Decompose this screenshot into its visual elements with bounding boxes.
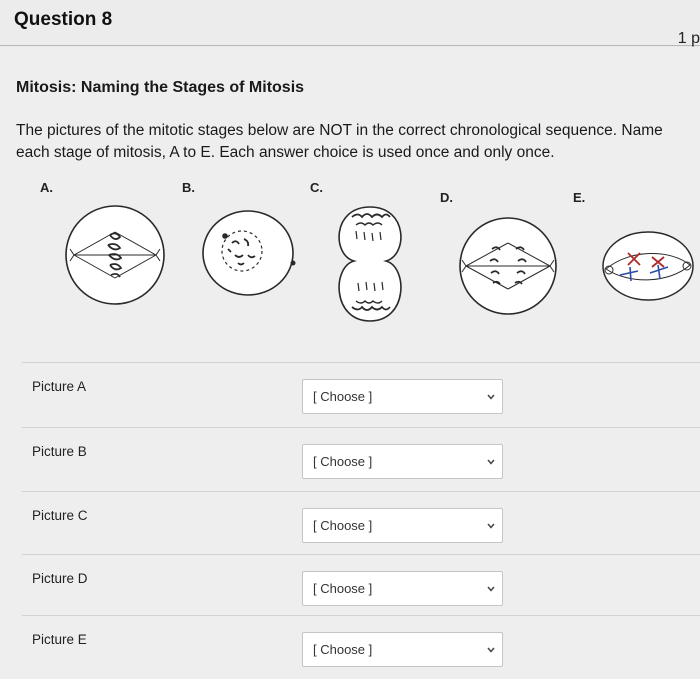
figure-label-d: D. <box>440 190 453 205</box>
answer-row-e: Picture E [ Choose ] <box>22 615 700 679</box>
answer-select-c-value: [ Choose ] <box>313 518 373 533</box>
answer-label-d: Picture D <box>32 571 88 586</box>
chevron-down-icon <box>487 523 495 529</box>
chevron-down-icon <box>487 459 495 465</box>
chevron-down-icon <box>487 647 495 653</box>
answer-label-e: Picture E <box>32 632 87 647</box>
answer-row-b: Picture B [ Choose ] <box>22 427 700 493</box>
question-subtitle: Mitosis: Naming the Stages of Mitosis <box>16 79 305 96</box>
chevron-down-icon <box>487 394 495 400</box>
answer-row-a: Picture A [ Choose ] <box>22 362 700 428</box>
cell-a-drawing <box>65 205 165 305</box>
question-body: Mitosis: Naming the Stages of Mitosis Th… <box>0 47 700 679</box>
figure-label-b: B. <box>182 180 195 195</box>
answer-select-b-value: [ Choose ] <box>313 454 373 469</box>
answer-select-d[interactable]: [ Choose ] <box>302 571 503 606</box>
cell-e-drawing <box>602 231 694 301</box>
answer-label-b: Picture B <box>32 444 87 459</box>
answer-select-c[interactable]: [ Choose ] <box>302 508 503 543</box>
question-title: Question 8 <box>14 9 113 30</box>
answer-select-e-value: [ Choose ] <box>313 642 373 657</box>
mitosis-drawings <box>65 205 694 322</box>
question-instructions: The pictures of the mitotic stages below… <box>16 122 663 161</box>
answer-label-a: Picture A <box>32 379 87 394</box>
figure-label-e: E. <box>573 190 586 205</box>
cell-b-drawing <box>202 210 296 296</box>
mitosis-figure: A. B. C. D. E. <box>30 177 700 337</box>
chevron-down-icon <box>487 586 495 592</box>
answer-select-b[interactable]: [ Choose ] <box>302 444 503 479</box>
figure-label-c: C. <box>310 180 323 195</box>
figure-label-a: A. <box>40 180 53 195</box>
question-points: 1 p <box>677 30 700 47</box>
cell-d-drawing <box>459 217 557 315</box>
answer-select-e[interactable]: [ Choose ] <box>302 632 503 667</box>
question-header: Question 8 1 p <box>0 0 700 47</box>
answer-select-d-value: [ Choose ] <box>313 581 373 596</box>
answer-select-a[interactable]: [ Choose ] <box>302 379 503 414</box>
answer-row-d: Picture D [ Choose ] <box>22 554 700 620</box>
answer-select-a-value: [ Choose ] <box>313 389 373 404</box>
cell-c-drawing <box>338 206 402 322</box>
answer-label-c: Picture C <box>32 508 88 523</box>
answer-row-c: Picture C [ Choose ] <box>22 491 700 557</box>
